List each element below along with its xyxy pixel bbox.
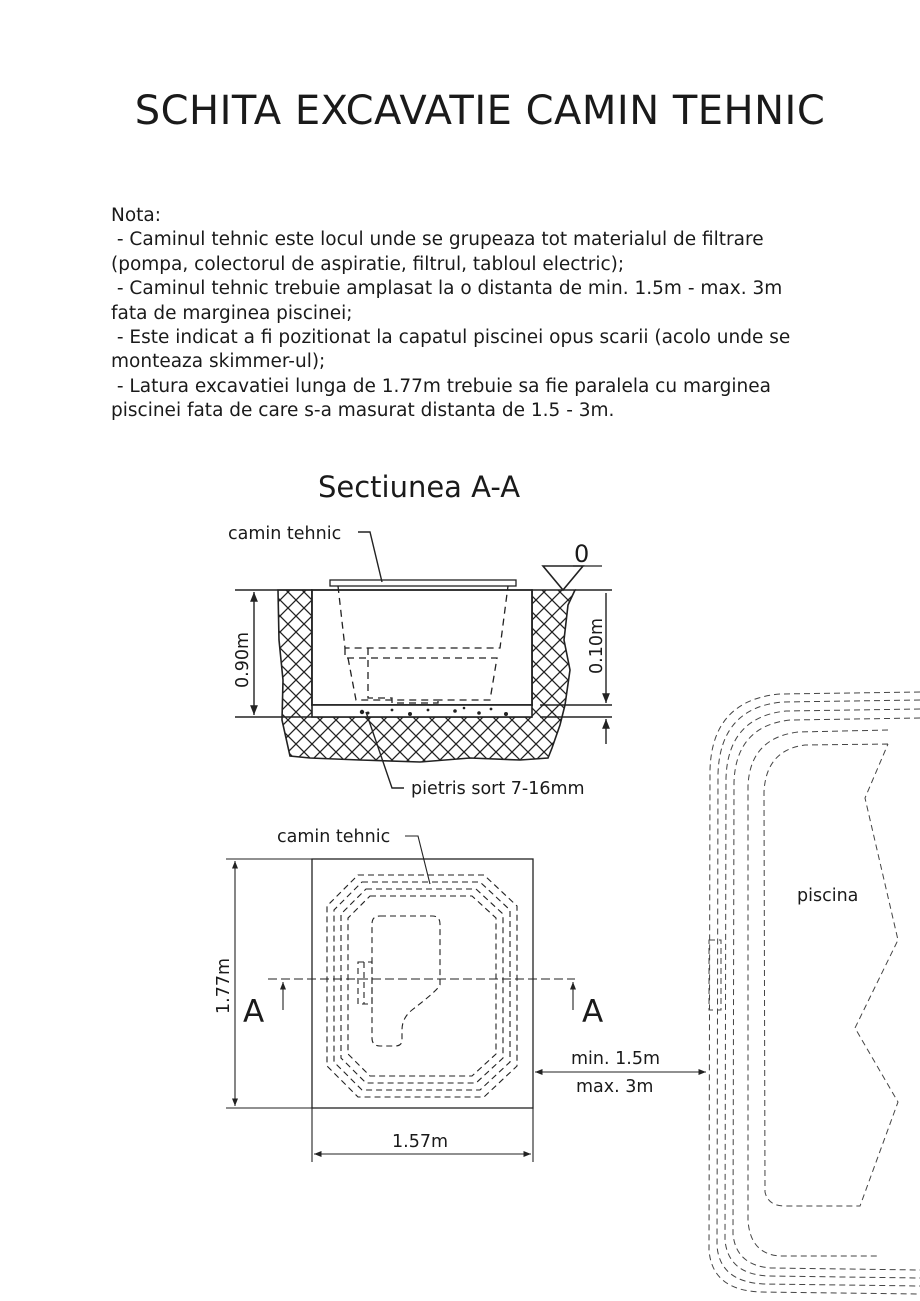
note-line: monteaza skimmer-ul); xyxy=(111,351,326,373)
note-line: - Caminul tehnic este locul unde se grup… xyxy=(111,229,764,251)
width-dimension: 1.57m xyxy=(392,1132,448,1152)
depth-dimension: 0.90m xyxy=(233,632,253,688)
gravel-dots xyxy=(359,706,508,716)
note-line: - Este indicat a fi pozitionat la capatu… xyxy=(111,327,791,349)
excavation-outline xyxy=(311,858,534,1109)
chamber-lid xyxy=(329,579,517,587)
note-line: (pompa, colectorul de aspiratie, filtrul… xyxy=(111,253,625,275)
note-heading: Nota: xyxy=(111,205,161,226)
note-line: fata de marginea piscinei; xyxy=(111,302,353,324)
note-line: piscinei fata de care s-a masurat distan… xyxy=(111,400,615,422)
note-line: - Latura excavatiei lunga de 1.77m trebu… xyxy=(111,375,771,397)
distance-min-label: min. 1.5m xyxy=(571,1049,660,1069)
plan-camin-label: camin tehnic xyxy=(277,827,390,847)
length-dimension: 1.77m xyxy=(214,958,234,1014)
note-line: - Caminul tehnic trebuie amplasat la o d… xyxy=(111,278,783,300)
chamber-body-dashed xyxy=(337,585,509,704)
level-zero-label: 0 xyxy=(574,540,589,568)
plan-view xyxy=(226,835,706,1162)
distance-max-label: max. 3m xyxy=(576,1077,653,1097)
section-camin-label: camin tehnic xyxy=(228,524,341,544)
note-block: Nota: - Caminul tehnic este locul unde s… xyxy=(111,204,871,424)
pool-label: piscina xyxy=(797,886,858,906)
gravel-label: pietris sort 7-16mm xyxy=(411,779,585,799)
page-title: SCHITA EXCAVATIE CAMIN TEHNIC xyxy=(134,88,826,134)
section-title: Sectiunea A-A xyxy=(317,470,521,504)
section-view xyxy=(235,531,612,789)
level-marker xyxy=(541,565,585,592)
section-marker-left: A xyxy=(243,994,264,1030)
pool-outline xyxy=(708,691,920,1295)
section-marker-right: A xyxy=(582,994,603,1030)
gravel-dimension: 0.10m xyxy=(587,618,607,674)
